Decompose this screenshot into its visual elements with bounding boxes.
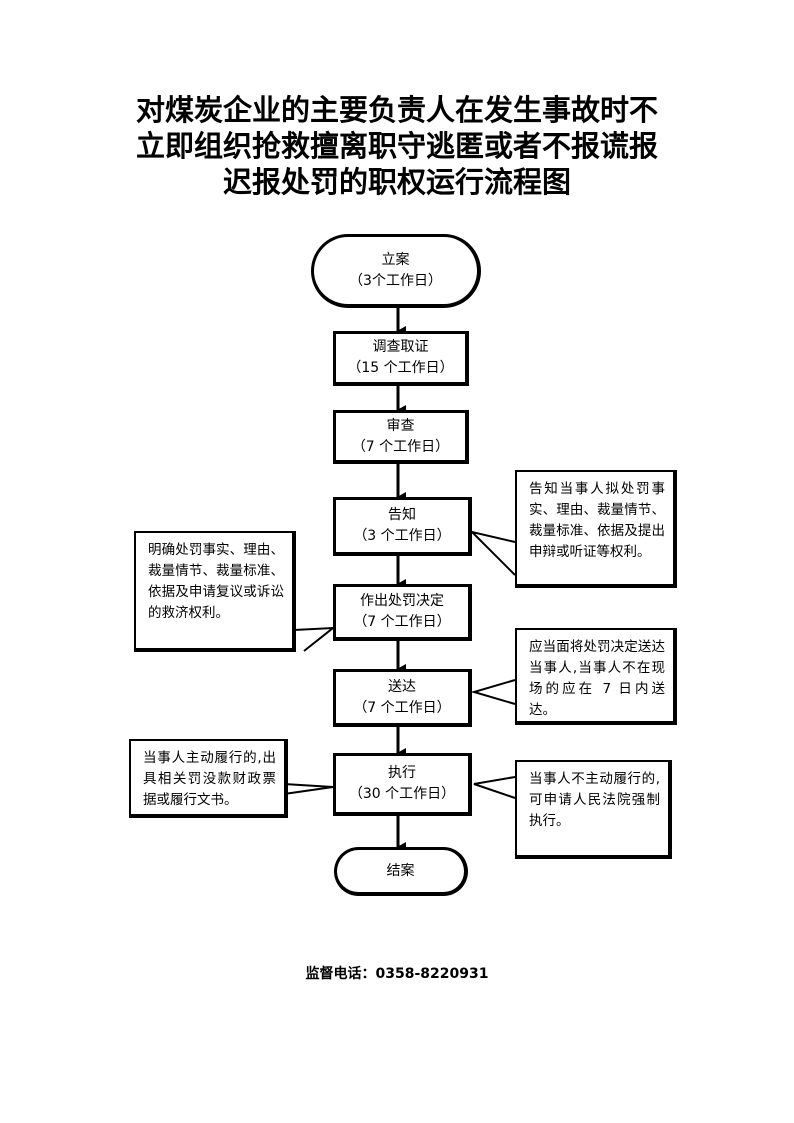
step-gaozhi-name: 告知 bbox=[388, 507, 416, 523]
title-line-2: 立即组织抢救擅离职守逃匿或者不报谎报 bbox=[135, 129, 658, 163]
step-jueding-name: 作出处罚决定 bbox=[360, 593, 444, 609]
step-jiean: 结案 bbox=[334, 847, 468, 896]
step-zhixing-days: （30 个工作日） bbox=[348, 786, 456, 802]
step-jueding-days: （7 个工作日） bbox=[353, 614, 451, 630]
callout-pointer-gaozhi bbox=[468, 530, 516, 576]
step-jiean-name: 结案 bbox=[386, 862, 415, 879]
step-shencha-days: （7 个工作日） bbox=[351, 438, 450, 455]
title-line-3: 迟报处罚的职权运行流程图 bbox=[222, 165, 571, 199]
step-shencha-name: 审查 bbox=[386, 417, 415, 434]
callout-pointer-songda bbox=[470, 679, 516, 705]
title-line-1: 对煤炭企业的主要负责人在发生事故时不 bbox=[135, 93, 658, 127]
step-zhixing-name: 执行 bbox=[388, 765, 416, 781]
page-title: 对煤炭企业的主要负责人在发生事故时不 立即组织抢救擅离职守逃匿或者不报谎报 迟报… bbox=[0, 92, 794, 200]
note-zhixing-right: 当事人不主动履行的,可申请人民法院强制执行。 bbox=[515, 760, 672, 859]
step-jueding: 作出处罚决定 （7 个工作日） bbox=[333, 584, 472, 641]
step-lian-days: （3个工作日） bbox=[349, 272, 442, 289]
step-zhixing: 执行 （30 个工作日） bbox=[333, 753, 472, 816]
step-lian-name: 立案 bbox=[381, 251, 410, 268]
step-shencha: 审查 （7 个工作日） bbox=[333, 410, 469, 464]
note-songda: 应当面将处罚决定送达当事人,当事人不在现场的应在 7 日内送达。 bbox=[515, 628, 677, 725]
step-lian: 立案 （3个工作日） bbox=[311, 234, 481, 308]
step-diaocha-days: （15 个工作日） bbox=[347, 360, 454, 376]
step-gaozhi-days: （3 个工作日） bbox=[353, 528, 451, 544]
callout-pointer-zhixing-right bbox=[473, 776, 516, 799]
callout-pointer-zhixing-left bbox=[283, 783, 334, 795]
note-zhixing-left: 当事人主动履行的,出具相关罚没款财政票据或履行文书。 bbox=[129, 739, 288, 818]
step-songda-name: 送达 bbox=[388, 678, 416, 695]
step-diaocha-name: 调查取证 bbox=[372, 339, 429, 355]
supervision-phone: 监督电话：0358-8220931 bbox=[305, 966, 489, 982]
note-gaozhi: 告知当事人拟处罚事实、理由、裁量情节、裁量标准、依据及提出申辩或听证等权利。 bbox=[515, 470, 677, 588]
note-jueding: 明确处罚事实、理由、裁量情节、裁量标准、依据及申请复议或诉讼的救济权利。 bbox=[134, 531, 296, 652]
step-songda: 送达 （7 个工作日） bbox=[333, 669, 472, 727]
step-diaocha: 调查取证 （15 个工作日） bbox=[333, 331, 469, 386]
step-songda-days: （7 个工作日） bbox=[353, 699, 451, 716]
step-gaozhi: 告知 （3 个工作日） bbox=[333, 497, 472, 556]
callout-pointer-jueding bbox=[293, 626, 337, 652]
